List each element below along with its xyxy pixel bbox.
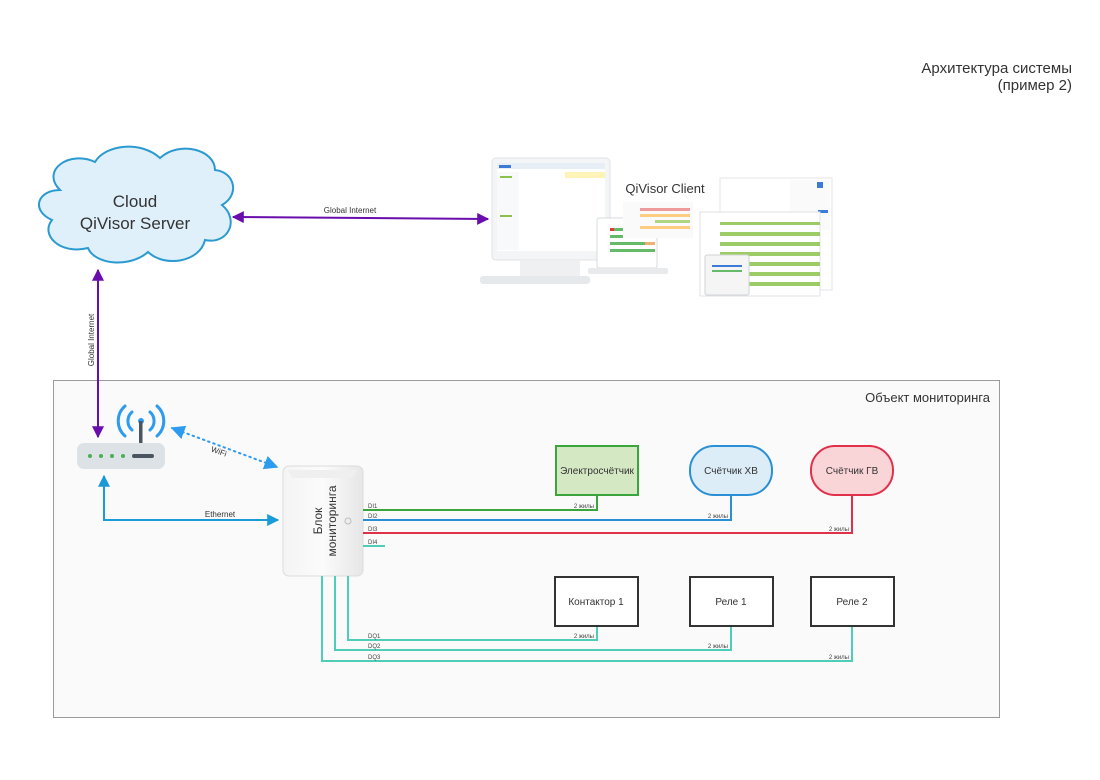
- device-hot-water-meter-label: Счётчик ГВ: [826, 466, 879, 477]
- input-port-label: DI2: [368, 514, 378, 520]
- device-relay-1: Реле 1: [689, 576, 774, 627]
- wifi-link: [170, 425, 279, 470]
- right-screens-image: [699, 177, 833, 297]
- cloud-client-link: [231, 211, 490, 225]
- output-port-label: DQ2: [368, 644, 381, 650]
- client-title: QiVisor Client: [625, 181, 705, 196]
- cable-label: 2 жилы: [829, 655, 849, 661]
- output-port-label: DQ3: [368, 655, 381, 661]
- device-cold-water-meter: Счётчик ХВ: [689, 445, 773, 496]
- input-port-label: DI3: [368, 527, 378, 533]
- input-wire-di2: [363, 495, 732, 521]
- cable-label: 2 жилы: [574, 504, 594, 510]
- monitoring-object-label: Объект мониторинга: [865, 390, 990, 405]
- title-line-1: Архитектура системы: [921, 60, 1072, 77]
- cloud-label-line-2: QiVisor Server: [80, 214, 191, 233]
- input-port-label: DI4: [368, 540, 378, 546]
- device-relay-2-label: Реле 2: [836, 597, 868, 608]
- device-electricity-meter: Электросчётчик: [555, 445, 639, 496]
- timeline-image: [623, 202, 693, 238]
- cloud-client-link-label: Global Internet: [324, 206, 377, 215]
- client-devices-illustration: QiVisor Client: [480, 157, 833, 297]
- monitor-image: [480, 157, 611, 284]
- ethernet-link: [98, 474, 280, 526]
- title-line-2: (пример 2): [997, 77, 1072, 94]
- device-relay-1-label: Реле 1: [715, 597, 747, 608]
- wifi-icon: [116, 404, 166, 438]
- input-wire-di3: [363, 495, 853, 534]
- output-wire-dq1: [347, 576, 598, 641]
- cable-label: 2 жилы: [708, 514, 728, 520]
- cable-label: 2 жилы: [574, 634, 594, 640]
- input-port-label: DI1: [368, 504, 378, 510]
- output-wire-dq3: [321, 576, 853, 662]
- monitoring-block-label-line-1: Блок: [311, 507, 325, 535]
- device-hot-water-meter: Счётчик ГВ: [810, 445, 894, 496]
- output-port-label: DQ1: [368, 634, 381, 640]
- router-node: [77, 404, 166, 469]
- cable-label: 2 жилы: [829, 527, 849, 533]
- device-relay-2: Реле 2: [810, 576, 895, 627]
- device-contactor-1-label: Контактор 1: [568, 597, 624, 608]
- monitoring-block-label-line-2: мониторинга: [325, 485, 339, 556]
- device-contactor-1: Контактор 1: [554, 576, 639, 627]
- ethernet-link-label: Ethernet: [205, 510, 236, 519]
- output-wire-dq2: [334, 576, 732, 651]
- monitoring-block-node: Блок мониторинга: [282, 465, 364, 577]
- diagram-title: Архитектура системы (пример 2): [921, 60, 1072, 94]
- device-electricity-meter-label: Электросчётчик: [560, 466, 634, 477]
- cloud-router-link-label: Global Internet: [87, 313, 96, 366]
- cloud-label-line-1: Cloud: [113, 192, 157, 211]
- cable-label: 2 жилы: [708, 644, 728, 650]
- device-cold-water-meter-label: Счётчик ХВ: [704, 466, 758, 477]
- cloud-server-node: Cloud QiVisor Server: [38, 145, 235, 264]
- cloud-icon: [38, 145, 235, 264]
- input-wire-di1: [363, 495, 598, 511]
